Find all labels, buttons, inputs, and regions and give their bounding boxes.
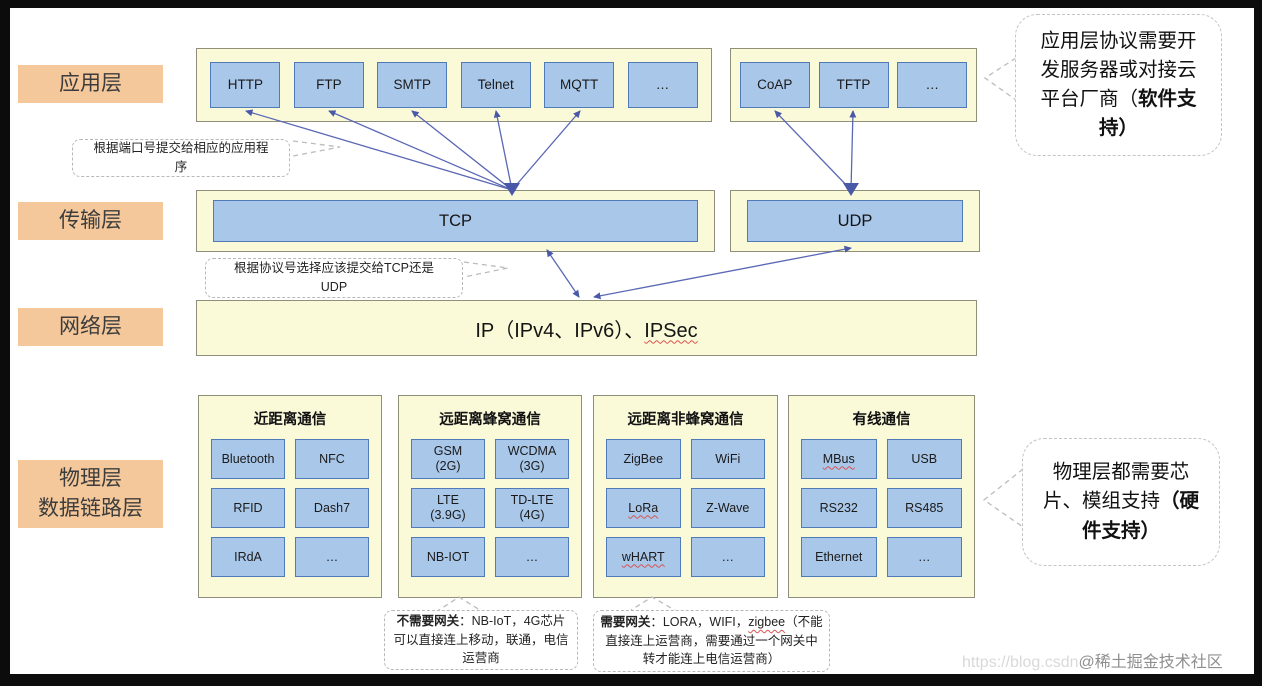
chip-grid: GSM (2G) WCDMA (3G) LTE (3.9G) TD-LTE (4…	[411, 439, 569, 577]
network-layer-text: IP（IPv4、IPv6）、IPSec	[475, 314, 697, 343]
watermark-handle: @稀土掘金技术社区	[1078, 654, 1223, 671]
group-cellular: 远距离蜂窝通信 GSM (2G) WCDMA (3G) LTE (3.9G) T…	[398, 395, 582, 598]
note-protocol-number: 根据协议号选择应该提交给TCP还是 UDP	[205, 258, 463, 298]
frame-left	[0, 0, 10, 686]
chip-lte-39g: LTE (3.9G)	[411, 488, 485, 528]
group-short-range: 近距离通信 Bluetooth NFC RFID Dash7 IRdA …	[198, 395, 382, 598]
chip-nbiot: NB-IOT	[411, 537, 485, 577]
note-bold-text: 不需要网关	[396, 613, 460, 628]
chip-tdlte-4g: TD-LTE (4G)	[495, 488, 569, 528]
group-title: 远距离非蜂窝通信	[627, 412, 744, 428]
group-title: 远距离蜂窝通信	[439, 412, 541, 428]
protocol-coap: CoAP	[739, 62, 810, 108]
chip-nfc: NFC	[295, 439, 369, 479]
note-text: （不能直接连上运营商，需要通过一个网关中转才能连上电信运营商）	[605, 614, 823, 667]
chip-irda: IRdA	[211, 537, 285, 577]
protocol-ftp: FTP	[293, 62, 364, 108]
protocol-mqtt: MQTT	[544, 62, 615, 108]
group-wired: 有线通信 MBus USB RS232 RS485 Ethernet …	[788, 395, 975, 598]
label-physical-datalink-layer: 物理层 数据链路层	[18, 460, 163, 528]
frame-top	[0, 0, 1262, 8]
chip-ellipsis: …	[886, 537, 962, 577]
chip-dash7: Dash7	[295, 488, 369, 528]
chip-bluetooth: Bluetooth	[211, 439, 285, 479]
note-bold-text: 需要网关	[600, 614, 651, 629]
ipsec-text: IPSec	[644, 319, 698, 342]
protocol-ellipsis: …	[897, 62, 968, 108]
transport-tcp-panel: TCP	[196, 190, 715, 252]
note-port-number: 根据端口号提交给相应的应用程 序	[72, 139, 290, 177]
chip-grid: Bluetooth NFC RFID Dash7 IRdA …	[211, 439, 369, 577]
note-gateway-not-needed: 不需要网关：NB-IoT，4G芯片可以直接连上移动，联通，电信运营商	[384, 610, 578, 670]
chip-ellipsis: …	[295, 537, 369, 577]
frame-bottom	[0, 674, 1262, 686]
chip-ellipsis: …	[495, 537, 569, 577]
chip-lora: LoRa	[606, 488, 681, 528]
protocol-http: HTTP	[210, 62, 281, 108]
chip-usb: USB	[886, 439, 962, 479]
callout-close-paren: ）	[1118, 117, 1139, 140]
chip-wifi: WiFi	[690, 439, 765, 479]
ip-text: IP（IPv4、IPv6）、	[475, 319, 645, 342]
app-layer-udp-group: CoAP TFTP …	[730, 48, 977, 122]
note-gateway-needed: 需要网关：LORA，WIFI，zigbee（不能直接连上运营商，需要通过一个网关…	[593, 610, 830, 672]
note-text: ：NB-IoT，4G芯片可以直接连上移动，联通，电信运营商	[393, 613, 569, 666]
protocol-smtp: SMTP	[377, 62, 448, 108]
protocol-ellipsis: …	[627, 62, 698, 108]
chip-grid: ZigBee WiFi LoRa Z-Wave wHART …	[606, 439, 765, 577]
chip-zwave: Z-Wave	[690, 488, 765, 528]
network-layer-panel: IP（IPv4、IPv6）、IPSec	[196, 300, 977, 356]
callout-text: 应用层协议需要开发服务器或对接云平台厂商（	[1040, 29, 1197, 111]
app-layer-tcp-group: HTTP FTP SMTP Telnet MQTT …	[196, 48, 712, 122]
watermark-url: https://blog.csdn	[962, 654, 1079, 671]
group-non-cellular: 远距离非蜂窝通信 ZigBee WiFi LoRa Z-Wave wHART …	[593, 395, 778, 598]
label-application-layer: 应用层	[18, 65, 163, 103]
chip-zigbee: ZigBee	[606, 439, 681, 479]
callout-bold-text: （硬件支持）	[1081, 490, 1200, 542]
callout-bold-text: 软件支持	[1098, 88, 1197, 140]
protocol-telnet: Telnet	[460, 62, 531, 108]
transport-udp-panel: UDP	[730, 190, 980, 252]
frame-right	[1254, 0, 1262, 686]
chip-mbus: MBus	[801, 439, 877, 479]
note-zigbee-text: zigbee	[748, 614, 786, 629]
group-title: 近距离通信	[253, 412, 327, 428]
chip-gsm-2g: GSM (2G)	[411, 439, 485, 479]
watermark: https://blog.csdn@稀土掘金技术社区	[962, 648, 1223, 672]
group-title: 有线通信	[852, 412, 911, 428]
udp-box: UDP	[747, 200, 963, 242]
chip-rfid: RFID	[211, 488, 285, 528]
chip-ellipsis: …	[690, 537, 765, 577]
label-network-layer: 网络层	[18, 308, 163, 346]
callout-text: 物理层都需要芯片、模组支持	[1042, 461, 1190, 513]
callout-software-support: 应用层协议需要开发服务器或对接云平台厂商（软件支持）	[1015, 14, 1222, 156]
chip-rs485: RS485	[886, 488, 962, 528]
chip-wcdma-3g: WCDMA (3G)	[495, 439, 569, 479]
tcp-box: TCP	[213, 200, 698, 242]
callout-hardware-support: 物理层都需要芯片、模组支持（硬件支持）	[1022, 438, 1220, 566]
chip-grid: MBus USB RS232 RS485 Ethernet …	[801, 439, 962, 577]
protocol-tftp: TFTP	[818, 62, 889, 108]
chip-whart: wHART	[606, 537, 681, 577]
chip-rs232: RS232	[801, 488, 877, 528]
note-text: ：LORA，WIFI，	[650, 614, 749, 629]
chip-ethernet: Ethernet	[801, 537, 877, 577]
label-transport-layer: 传输层	[18, 202, 163, 240]
